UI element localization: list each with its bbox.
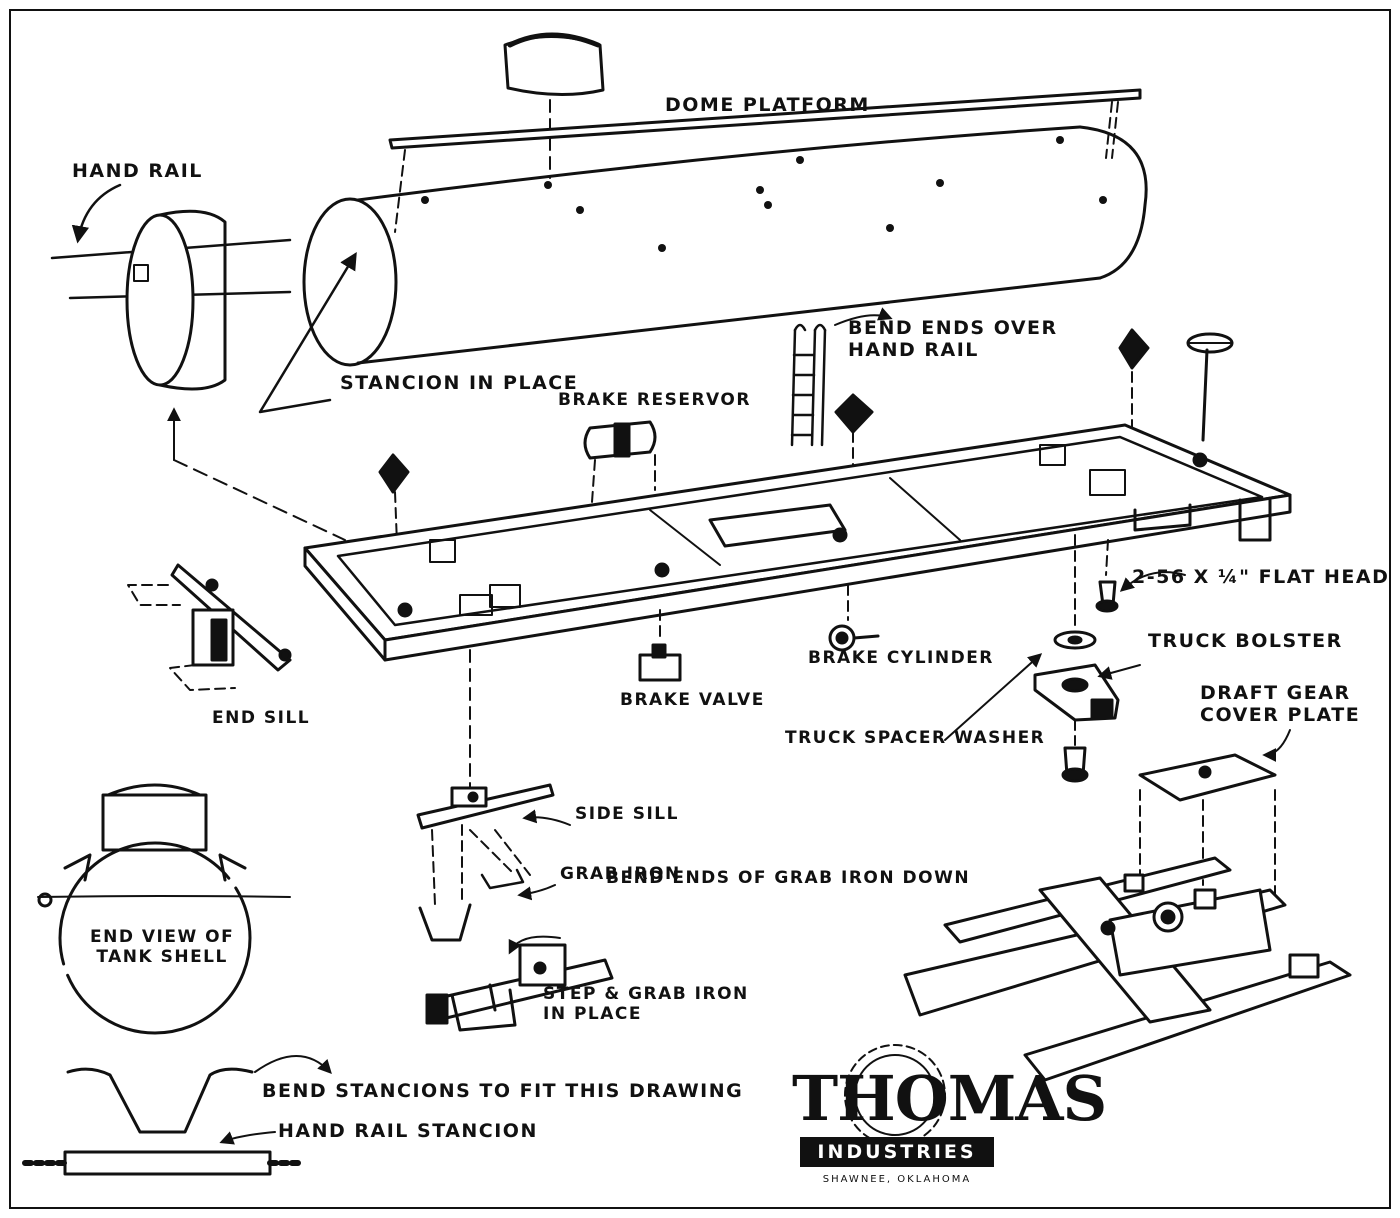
logo-division-bar: INDUSTRIES [800, 1137, 994, 1167]
hand-rail-arrow [71, 183, 122, 244]
label-brake-cylinder: BRAKE CYLINDER [808, 648, 994, 668]
flat-head-screw [1095, 539, 1186, 613]
step-grab-iron-assembly [425, 935, 614, 1032]
label-bend-ends-of-grab-iron-down: BEND ENDS OF GRAB IRON DOWN [606, 868, 971, 888]
brake-wheel [1186, 332, 1234, 442]
truck-spacer-washer [944, 534, 1097, 741]
end-sill [127, 563, 292, 691]
end-view-tank-shell [37, 783, 291, 1035]
brake-cylinder [828, 584, 880, 652]
side-sill [416, 649, 571, 906]
brake-reservoir [583, 420, 657, 531]
label-brake-reservor: BRAKE RESERVOR [558, 390, 751, 410]
logo-wordmark: THOMAS [792, 1062, 1107, 1135]
dome [503, 32, 605, 179]
label-side-sill: SIDE SILL [575, 804, 679, 824]
label-bend-stancions: BEND STANCIONS TO FIT THIS DRAWING [262, 1080, 744, 1102]
tank-end-cap [50, 209, 292, 391]
label-grab-iron: GRAB IRON [560, 864, 681, 884]
placard-signs [378, 328, 1150, 571]
draft-gear-frame [903, 856, 1352, 1082]
label-end-sill: END SILL [212, 708, 311, 728]
label-draft-gear-cover-plate: DRAFT GEAR COVER PLATE [1200, 682, 1361, 726]
end-cap-dashed-line [173, 459, 346, 541]
ladder [790, 307, 893, 447]
stancion-profile [22, 1055, 332, 1176]
logo-location: SHAWNEE, OKLAHOMA [822, 1174, 972, 1185]
truck-bolster [1033, 663, 1141, 783]
label-stancion-in-place: STANCION IN PLACE [340, 372, 579, 394]
label-truck-bolster: TRUCK BOLSTER [1148, 630, 1343, 652]
label-brake-valve: BRAKE VALVE [620, 690, 765, 710]
tank-shell [302, 125, 1148, 367]
stancion-arrow [258, 252, 357, 414]
label-dome-platform: DOME PLATFORM [665, 94, 870, 116]
label-truck-spacer-washer: TRUCK SPACER WASHER [785, 728, 1046, 748]
label-flat-head-screw: 2-56 X ¼" FLAT HEAD [1132, 566, 1390, 588]
brake-valve [638, 609, 682, 682]
label-hand-rail-stancion: HAND RAIL STANCION [278, 1120, 538, 1142]
dome-platform [388, 88, 1142, 233]
label-step-grab-iron-in-place: STEP & GRAB IRON IN PLACE [543, 984, 749, 1024]
drawing-frame [9, 9, 1391, 1209]
draft-gear-cover-plate [1138, 729, 1291, 901]
grab-iron [418, 868, 556, 942]
label-end-view-of-tank-shell: END VIEW OF TANK SHELL [90, 927, 235, 967]
label-hand-rail: HAND RAIL [72, 160, 203, 182]
label-bend-ends-over-hand-rail: BEND ENDS OVER HAND RAIL [848, 317, 1058, 361]
underframe [303, 423, 1292, 662]
